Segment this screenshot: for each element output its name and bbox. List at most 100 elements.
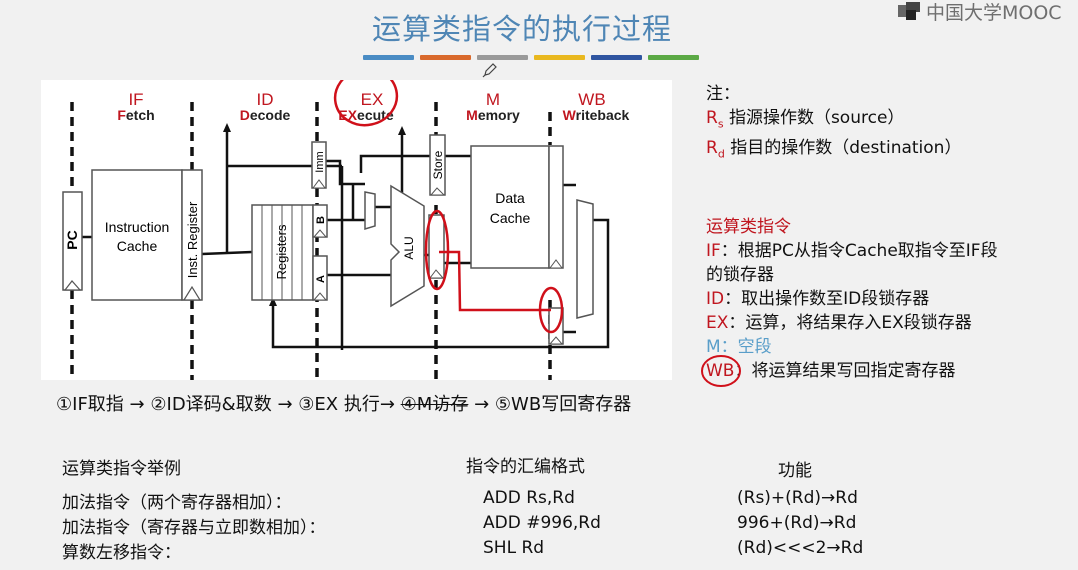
accent-bar — [477, 55, 528, 60]
svg-text:Memory: Memory — [466, 107, 520, 123]
note-rd: Rd 指目的操作数（destination） — [706, 136, 998, 166]
accent-bar — [363, 55, 414, 60]
page-title: 运算类指令的执行过程 — [372, 12, 673, 46]
step-m: M：空段 — [706, 335, 998, 359]
header-example: 运算类指令举例 — [62, 459, 181, 479]
row-description: 加法指令（两个寄存器相加）： — [62, 493, 292, 513]
svg-text:B: B — [315, 216, 327, 224]
svg-text:A: A — [315, 275, 327, 283]
step-ex: EX：运算，将结果存入EX段锁存器 — [706, 311, 998, 335]
step-text: ：根据PC从指令Cache取指令至IF段 — [720, 240, 998, 261]
rd-label: R — [706, 138, 718, 159]
flow-step-if: ①IF取指 — [56, 394, 124, 415]
notes-panel: 注： Rs 指源操作数（source） Rd 指目的操作数（destinatio… — [701, 82, 998, 387]
m-wb-latch — [548, 145, 564, 269]
alu-input-mux — [364, 191, 376, 231]
pc-register: PC — [62, 191, 83, 291]
b-latch: B — [312, 204, 328, 238]
step-if-continued: 的锁存器 — [706, 264, 774, 285]
svg-text:Registers: Registers — [274, 224, 289, 279]
flow-arrow: → — [277, 394, 293, 415]
handwritten-annotations — [333, 80, 564, 334]
m-wb-latch-lower — [548, 307, 564, 345]
row-function: (Rs)+(Rd)→Rd — [737, 488, 858, 508]
row-function: 996+(Rd)→Rd — [737, 513, 857, 533]
logo-cube-icon — [898, 2, 922, 20]
rd-sub: d — [717, 147, 725, 161]
svg-text:M: M — [486, 90, 500, 109]
pencil-cursor-icon — [482, 63, 497, 78]
rd-text: 指目的操作数（destination） — [724, 138, 962, 159]
pipeline-flow: ①IF取指 → ②ID译码&取数 → ③EX 执行→ ④M访存 → ⑤WB写回寄… — [56, 390, 631, 416]
section-title: 运算类指令 — [706, 216, 791, 237]
svg-text:Decode: Decode — [240, 107, 291, 123]
forward-path-annotation — [439, 250, 551, 312]
svg-text:Cache: Cache — [490, 210, 531, 226]
step-id: ID：取出操作数至ID段锁存器 — [706, 287, 998, 311]
flow-arrow: → — [379, 394, 395, 415]
step-if: IF：根据PC从指令Cache取指令至IF段 — [706, 239, 998, 263]
row-format: ADD #996,Rd — [483, 513, 601, 533]
svg-text:ALU: ALU — [402, 236, 416, 259]
step-key: ID — [706, 288, 725, 309]
writeback-mux — [576, 199, 594, 319]
row-format: SHL Rd — [483, 538, 545, 558]
flow-step-m: ④M访存 — [400, 394, 469, 415]
svg-text:WB: WB — [578, 90, 605, 109]
alu: ALU — [390, 184, 425, 308]
flow-step-wb: ⑤WB写回寄存器 — [494, 394, 632, 415]
accent-bar — [591, 55, 642, 60]
svg-text:Cache: Cache — [117, 238, 158, 254]
register-file: Registers — [251, 204, 314, 301]
step-text: ：将运算结果写回指定寄存器 — [734, 360, 956, 381]
mooc-logo: 中国大学MOOC — [898, 0, 1062, 24]
imm-latch: Imm — [311, 141, 327, 189]
step-key: WB — [706, 360, 735, 381]
ex-circle-annotation — [333, 80, 399, 127]
flow-step-id: ②ID译码&取数 — [150, 394, 272, 415]
svg-text:Data: Data — [495, 190, 525, 206]
store-latch: Store — [429, 134, 446, 196]
note-rs: Rs 指源操作数（source） — [706, 106, 998, 136]
svg-text:PC: PC — [64, 230, 80, 249]
notes-heading: 注： — [706, 84, 740, 104]
header-format: 指令的汇编格式 — [466, 457, 585, 477]
flow-step-ex: ③EX 执行 — [298, 394, 380, 415]
step-text: ：空段 — [720, 336, 772, 357]
rs-sub: s — [717, 117, 724, 131]
wb-circle-annotation — [701, 354, 741, 387]
flow-arrow: → — [129, 394, 145, 415]
a-latch: A — [312, 255, 328, 301]
rs-label: R — [706, 108, 718, 128]
step-wb: WB：将运算结果写回指定寄存器 — [701, 354, 998, 387]
logo-text: 中国大学MOOC — [926, 1, 1062, 24]
step-key: IF — [706, 240, 721, 261]
rs-text: 指源操作数（source） — [723, 108, 905, 128]
row-description: 算数左移指令： — [62, 543, 181, 563]
svg-text:Fetch: Fetch — [117, 107, 154, 123]
svg-text:ID: ID — [257, 90, 274, 109]
instruction-register: Inst. Register — [181, 169, 203, 301]
stage-id-label: ID Decode — [240, 90, 291, 123]
flow-arrow: → — [474, 394, 490, 415]
svg-text:IF: IF — [128, 90, 143, 109]
stage-m-label: M Memory — [466, 90, 520, 123]
svg-text:Writeback: Writeback — [563, 107, 630, 123]
row-format: ADD Rs,Rd — [483, 488, 575, 508]
svg-text:Inst. Register: Inst. Register — [185, 201, 200, 278]
stage-wb-label: WB Writeback — [563, 90, 630, 123]
svg-text:Imm: Imm — [314, 151, 326, 172]
accent-bar — [420, 55, 471, 60]
data-cache: Data Cache — [470, 145, 550, 269]
stage-if-label: IF Fetch — [117, 90, 154, 123]
accent-bar — [534, 55, 585, 60]
ex-m-latch — [428, 214, 445, 279]
step-text: ：运算，将结果存入EX段锁存器 — [728, 312, 972, 333]
svg-text:Instruction: Instruction — [105, 219, 170, 235]
step-text: ：取出操作数至ID段锁存器 — [724, 288, 930, 309]
accent-bar — [648, 55, 699, 60]
header-function: 功能 — [778, 461, 812, 481]
row-function: (Rd)<<<2→Rd — [737, 538, 864, 558]
pipeline-diagram: IF Fetch ID Decode EX EXecute M Memory W… — [41, 80, 672, 380]
step-key: M — [706, 336, 721, 357]
